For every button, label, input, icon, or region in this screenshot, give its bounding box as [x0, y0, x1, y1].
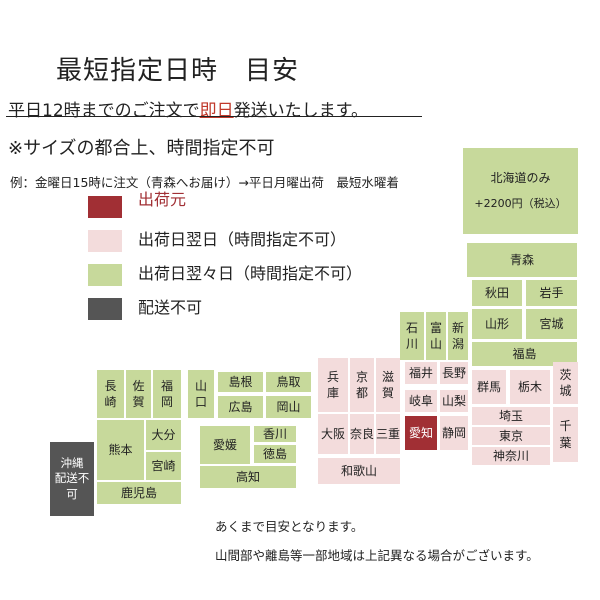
pref-gifu: 岐阜 — [405, 390, 437, 412]
pref-hyogo: 兵 庫 — [318, 358, 348, 412]
pref-mie: 三重 — [376, 414, 400, 454]
footnote-estimate: あくまで目安となります。 — [215, 519, 364, 534]
pref-kochi: 高知 — [200, 466, 296, 488]
pref-nagano: 長野 — [440, 362, 468, 384]
legend-swatch-no-delivery — [88, 298, 122, 320]
pref-saitama: 埼玉 — [472, 407, 550, 425]
pref-fukushima: 福島 — [472, 342, 577, 366]
pref-okinawa: 沖縄 配送不可 — [50, 442, 94, 516]
legend-swatch-two-days — [88, 264, 122, 286]
pref-nara: 奈良 — [350, 414, 374, 454]
pref-hiroshima: 広島 — [218, 396, 263, 418]
pref-shimane: 島根 — [218, 372, 263, 392]
pref-hokkaido: 北海道のみ +2200円（税込） — [463, 148, 578, 234]
pref-chiba: 千 葉 — [553, 407, 578, 462]
pref-kanagawa: 神奈川 — [472, 447, 550, 465]
hokkaido-line1: 北海道のみ — [490, 171, 551, 186]
pref-tokyo: 東京 — [472, 427, 550, 445]
pref-iwate: 岩手 — [526, 280, 577, 306]
pref-saga: 佐 賀 — [126, 370, 151, 418]
pref-yamaguchi: 山 口 — [188, 370, 214, 418]
pref-kagoshima: 鹿児島 — [97, 482, 181, 504]
pref-ehime: 愛媛 — [200, 426, 250, 464]
pref-toyama: 富 山 — [426, 312, 446, 360]
pref-okayama: 岡山 — [266, 396, 311, 418]
pref-nagasaki: 長 崎 — [97, 370, 124, 418]
footnote-exceptions: 山間部や離島等一部地域は上記異なる場合がございます。 — [215, 548, 539, 563]
pref-yamagata: 山形 — [472, 309, 522, 339]
legend-label-same-day: 出荷元 — [138, 190, 187, 209]
pref-fukui: 福井 — [405, 362, 437, 384]
pref-yamanashi: 山梨 — [440, 390, 468, 412]
pref-miyazaki: 宮崎 — [146, 452, 181, 480]
hokkaido-line2: +2200円（税込） — [474, 196, 567, 210]
pref-tokushima: 徳島 — [254, 445, 296, 463]
pref-miyagi: 宮城 — [526, 309, 577, 339]
legend-swatch-next-day — [88, 230, 122, 252]
same-day-notice: 平日12時までのご注文で即日発送いたします。 — [8, 96, 368, 121]
pref-shiga: 滋 賀 — [376, 358, 400, 412]
notice-pre: 平日12時までのご注文で — [8, 101, 200, 121]
size-note: ※サイズの都合上、時間指定不可 — [8, 138, 275, 159]
notice-underline — [6, 116, 422, 117]
legend-swatch-same-day — [88, 196, 122, 218]
pref-akita: 秋田 — [472, 280, 522, 306]
pref-ishikawa: 石 川 — [400, 312, 424, 360]
pref-aomori: 青森 — [467, 243, 577, 277]
pref-kyoto: 京 都 — [350, 358, 374, 412]
pref-tottori: 鳥取 — [266, 372, 311, 392]
notice-highlight: 即日 — [199, 101, 234, 121]
pref-shizuoka: 静岡 — [440, 416, 468, 450]
legend-label-no-delivery: 配送不可 — [138, 298, 203, 317]
example-note: 例：金曜日15時に注文（青森へお届け）→平日月曜出荷 最短水曜着 — [10, 175, 399, 190]
page-title: 最短指定日時 目安 — [56, 56, 300, 86]
pref-kumamoto: 熊本 — [97, 420, 144, 480]
pref-tochigi: 栃木 — [510, 370, 550, 404]
pref-ibaraki: 茨 城 — [553, 362, 578, 404]
pref-oita: 大分 — [146, 420, 181, 450]
pref-wakayama: 和歌山 — [318, 458, 400, 484]
pref-fukuoka: 福 岡 — [153, 370, 181, 418]
pref-gunma: 群馬 — [472, 370, 506, 404]
notice-post: 発送いたします。 — [233, 101, 368, 121]
pref-aichi: 愛知 — [405, 416, 437, 450]
legend-label-next-day: 出荷日翌日（時間指定不可） — [138, 230, 347, 249]
legend-label-two-days: 出荷日翌々日（時間指定不可） — [138, 264, 363, 283]
pref-osaka: 大阪 — [318, 414, 348, 454]
pref-niigata: 新 潟 — [448, 312, 468, 360]
pref-kagawa: 香川 — [254, 426, 296, 442]
